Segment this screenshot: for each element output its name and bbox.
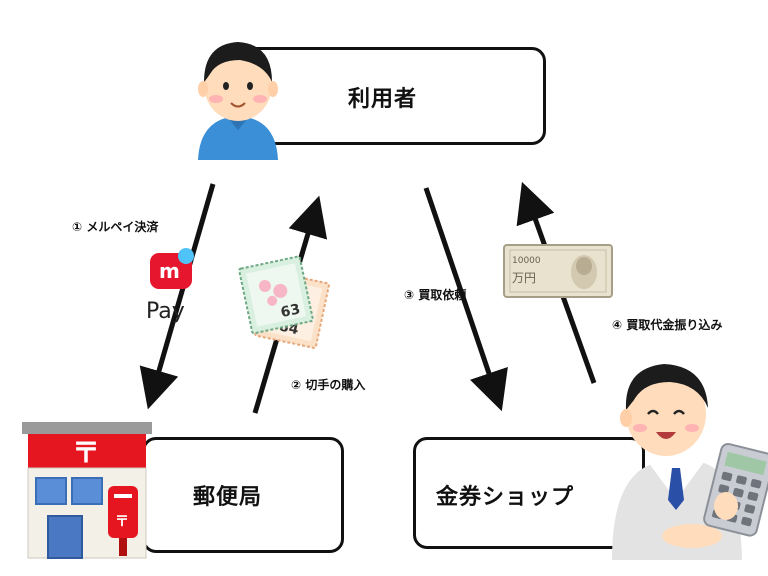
step3-label: ③ 買取依頼 — [404, 288, 467, 302]
ticket-shop-label: 金券ショップ — [436, 485, 575, 510]
step2-label: ② 切手の購入 — [291, 378, 366, 392]
arrow-step3 — [423, 187, 508, 412]
banknote-number: 10000 — [512, 256, 541, 266]
merpay-pay-text: Pay — [146, 299, 185, 324]
post-office-box — [142, 437, 344, 553]
mailbox-mark: 〒 — [115, 514, 129, 530]
post-mark-text: 〒 — [72, 436, 100, 469]
arrow-step1 — [139, 183, 216, 410]
post-office-label: 郵便局 — [193, 485, 263, 510]
stamp-63-text: 63 — [279, 301, 301, 321]
step4-label: ④ 買取代金振り込み — [612, 318, 723, 332]
banknote-yen: 万円 — [512, 271, 536, 285]
user-label: 利用者 — [348, 87, 418, 112]
user-box — [238, 47, 546, 145]
step1-label: ① メルペイ決済 — [72, 220, 159, 234]
merpay-m-text: m — [159, 259, 180, 283]
